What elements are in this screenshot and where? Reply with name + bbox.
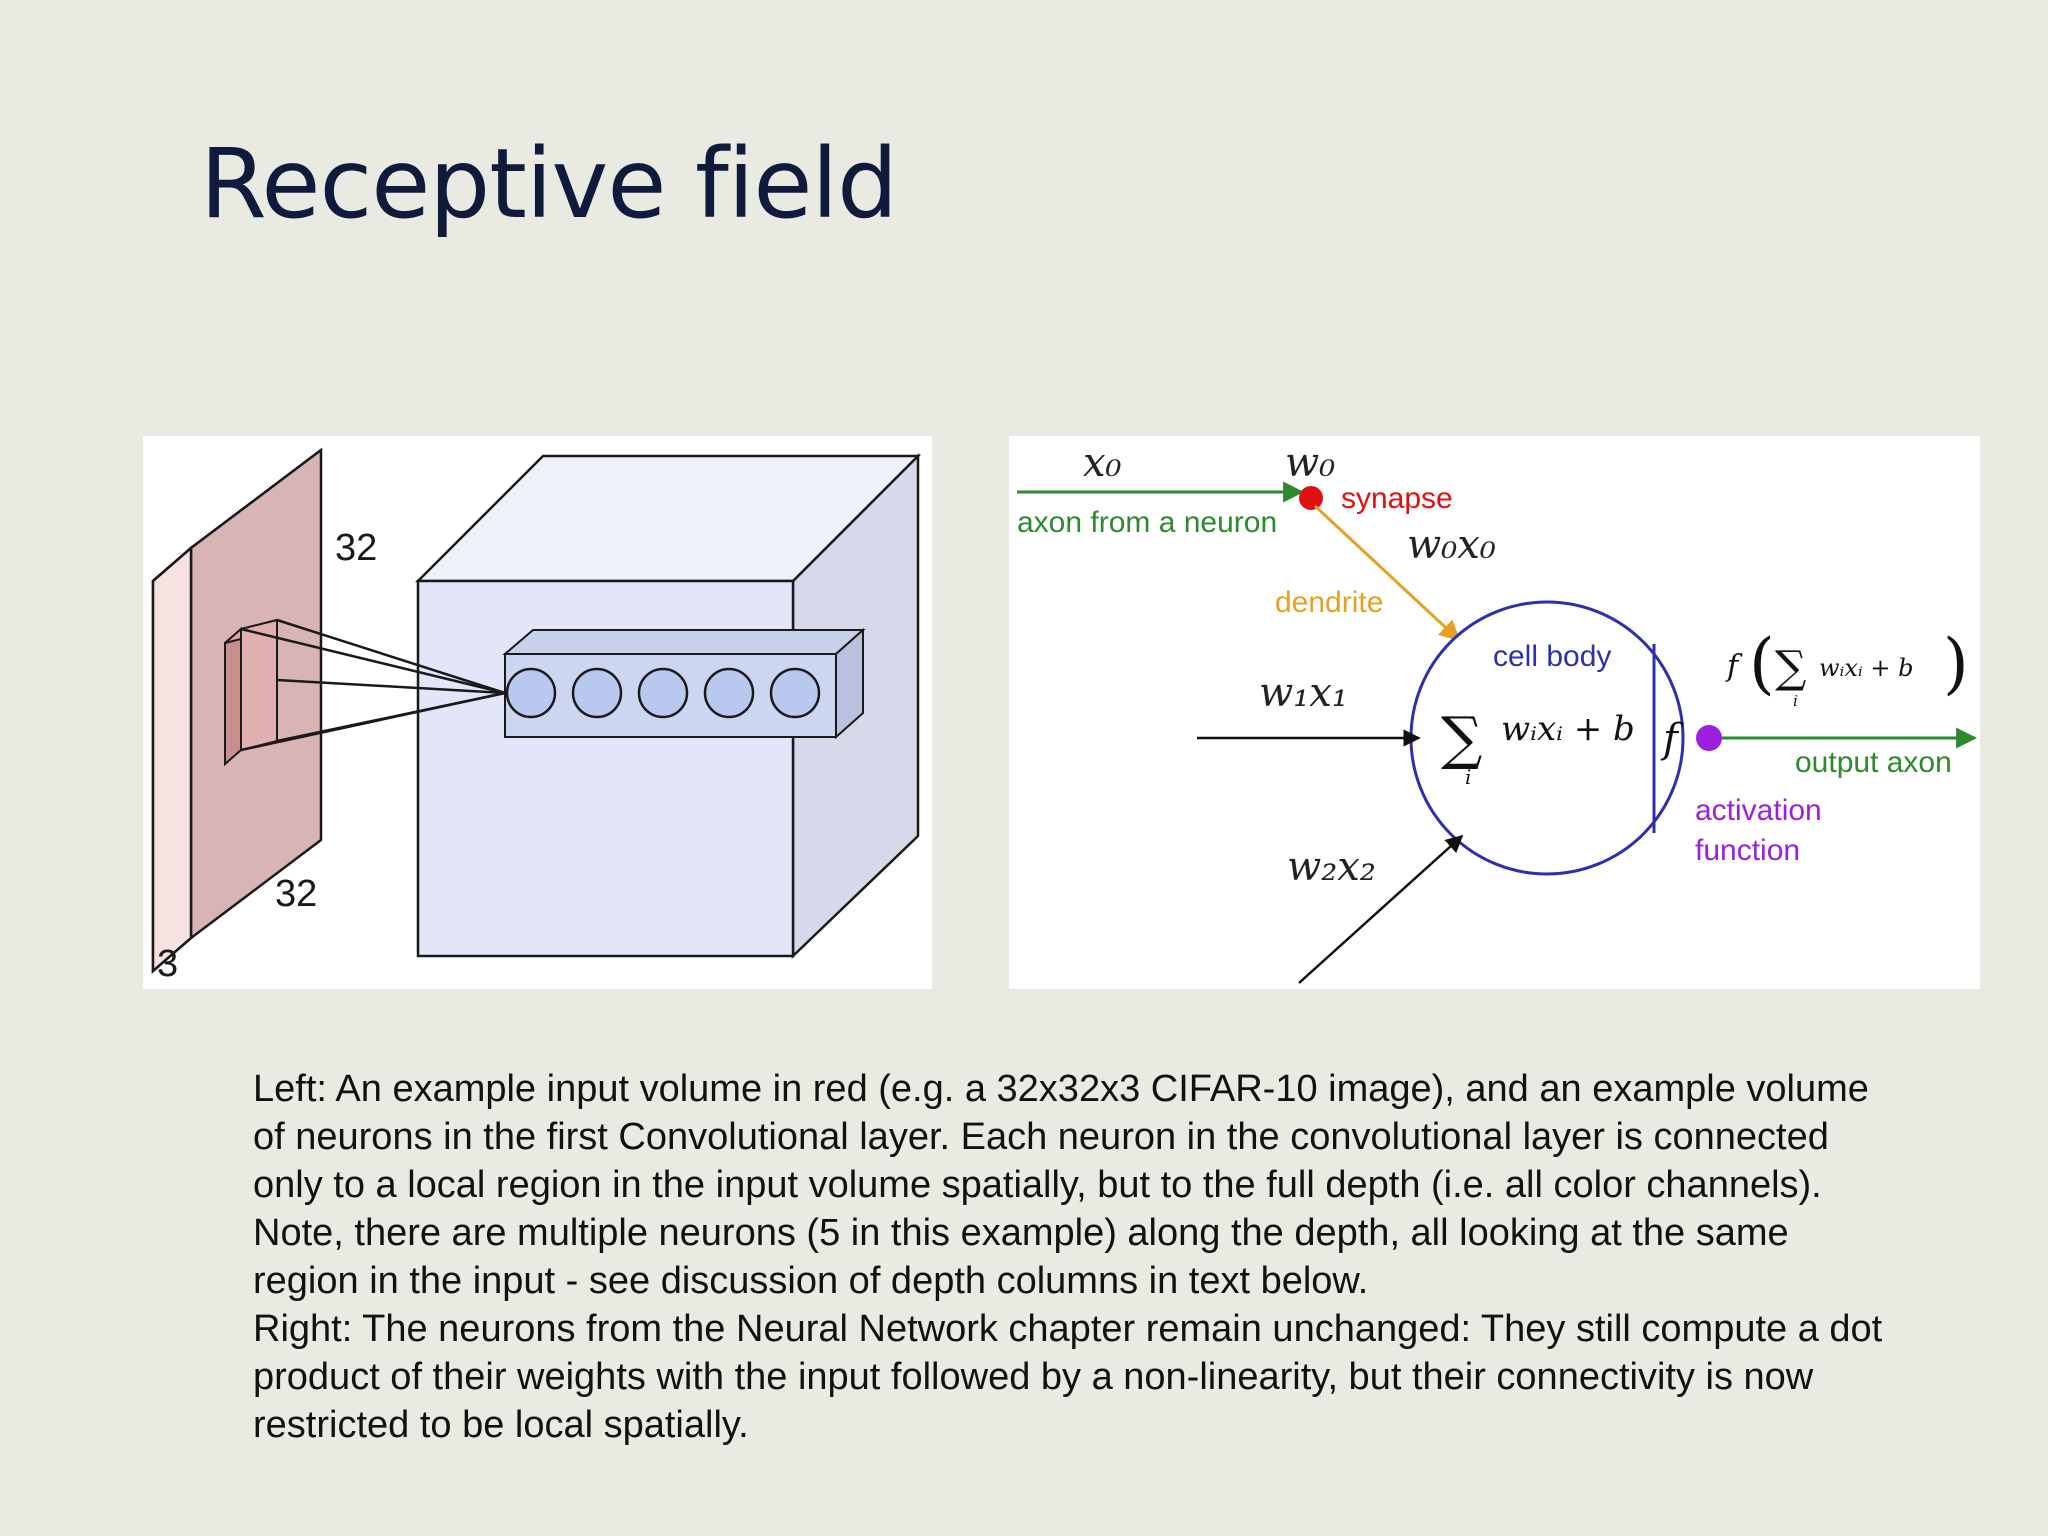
activation-label-line2: function [1695,834,1800,867]
dimension-label-bottom: 32 [275,873,317,915]
sum-index: i [1465,765,1471,789]
sum-expression: wᵢxᵢ + b [1501,709,1635,749]
right-figure-panel: x₀ w₀ synapse axon from a neuron w₀x₀ de… [1009,436,1980,989]
figure-caption: Left: An example input volume in red (e.… [253,1065,1893,1449]
output-paren-left: ( [1749,625,1775,702]
output-sum-index: i [1793,692,1798,710]
output-sum-symbol: ∑ [1775,642,1806,693]
output-f: f [1725,649,1743,684]
synapse-label: synapse [1341,482,1453,515]
receptive-patch-side [224,626,242,767]
cell-body-label: cell body [1493,640,1611,673]
conv-volume-diagram: 32 32 3 [151,447,922,985]
neuron-5 [769,667,821,719]
caption-left-text: Left: An example input volume in red (e.… [253,1068,1869,1302]
neuron-1 [505,667,557,719]
dimension-label-depth: 3 [157,943,178,985]
output-paren-right: ) [1943,625,1969,702]
axon-from-neuron-label: axon from a neuron [1017,506,1277,539]
left-figure-panel: 32 32 3 [143,436,932,989]
sum-symbol: ∑ [1441,704,1482,772]
input-line-2 [1298,834,1464,984]
caption-right-text: Right: The neurons from the Neural Netwo… [253,1308,1883,1446]
x0-label: x₀ [1083,440,1122,486]
neuron-model-diagram: x₀ w₀ synapse axon from a neuron w₀x₀ de… [1017,440,1978,984]
neuron-3 [637,667,689,719]
depth-column-top [502,629,866,655]
dendrite-line [1313,504,1461,642]
w0-label: w₀ [1285,440,1335,486]
dimension-label-top: 32 [335,527,377,569]
w2x2-label: w₂x₂ [1287,844,1376,890]
connection-lines [240,618,506,752]
neuron-4 [703,667,755,719]
dendrite-label: dendrite [1275,586,1383,619]
neuron-2 [571,667,623,719]
receptive-patch-front [240,618,278,752]
activation-label-line1: activation [1695,794,1822,827]
input-volume-left [151,545,193,974]
output-axon-label: output axon [1795,746,1952,779]
output-expression: wᵢxᵢ + b [1819,654,1913,682]
w0x0-label: w₀x₀ [1407,522,1496,568]
activation-dot [1696,725,1722,751]
synapse-dot [1299,486,1323,510]
w1x1-label: w₁x₁ [1259,670,1348,716]
slide-title: Receptive field [200,128,898,240]
